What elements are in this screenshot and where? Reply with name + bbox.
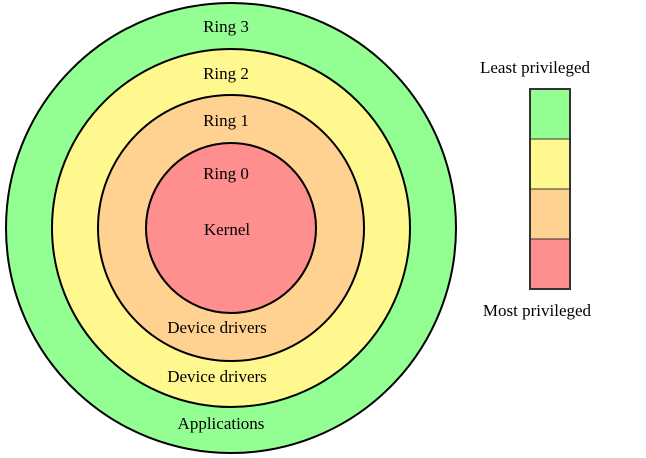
ring-3-description: Applications (178, 414, 265, 433)
legend-swatch-ring-3 (529, 88, 571, 140)
legend-bar-border (529, 88, 571, 290)
legend-swatch-ring-2 (529, 138, 571, 190)
ring-0-circle (145, 142, 317, 314)
privilege-legend-bar (529, 88, 571, 290)
ring-2-description: Device drivers (167, 367, 267, 386)
ring-0-description: Kernel (204, 220, 251, 239)
legend-top-label: Least privileged (480, 58, 590, 77)
ring-2-label: Ring 2 (203, 64, 249, 83)
legend-swatch-ring-0 (529, 238, 571, 290)
ring-1-description: Device drivers (167, 318, 267, 337)
legend-swatch-ring-1 (529, 188, 571, 240)
ring-3-label: Ring 3 (203, 17, 249, 36)
ring-0-label: Ring 0 (203, 164, 249, 183)
ring-1-label: Ring 1 (203, 111, 249, 130)
legend-bottom-label: Most privileged (483, 301, 592, 320)
